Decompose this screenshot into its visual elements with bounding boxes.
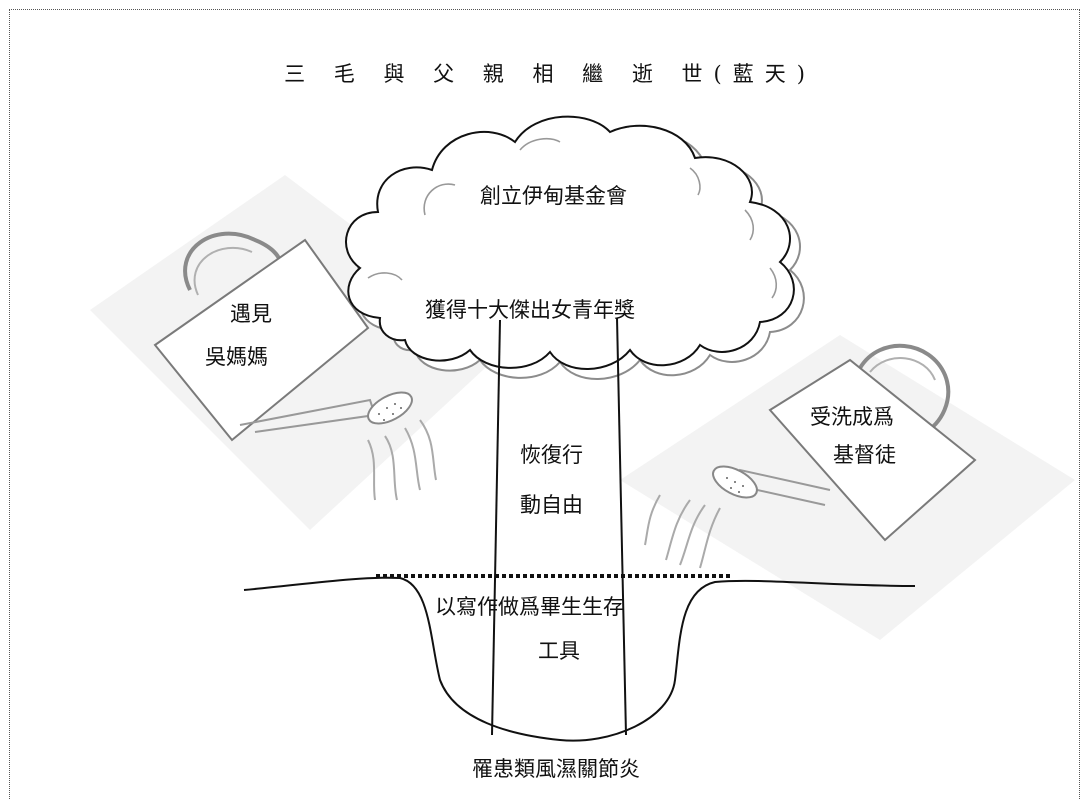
cloud-top-text: 創立伊甸基金會: [480, 184, 627, 208]
cloud-icon: [345, 115, 795, 370]
cloud-bottom-text: 獲得十大傑出女青年獎: [425, 298, 635, 322]
left-can-text-line1: 遇見: [230, 302, 272, 326]
left-can-text-line2: 吳媽媽: [205, 345, 268, 369]
right-can-text-line2: 基督徒: [833, 443, 896, 467]
right-can-text-line1: 受洗成爲: [810, 405, 894, 429]
root-text: 罹患類風濕關節炎: [472, 757, 640, 781]
page-border: [9, 9, 1080, 799]
soil-text-line2: 工具: [538, 639, 580, 663]
stem-lines: [491, 317, 627, 736]
soil-text-line1: 以寫作做爲畢生生存: [435, 595, 624, 619]
page-title: 三 毛 與 父 親 相 繼 逝 世(藍天): [284, 62, 816, 86]
right-watering-can-icon: [644, 343, 977, 569]
left-watering-can-icon: [153, 231, 437, 501]
stem-text-line2: 動自由: [520, 493, 583, 517]
stem-text-line1: 恢復行: [520, 443, 583, 467]
cloud-detail: [367, 137, 778, 299]
